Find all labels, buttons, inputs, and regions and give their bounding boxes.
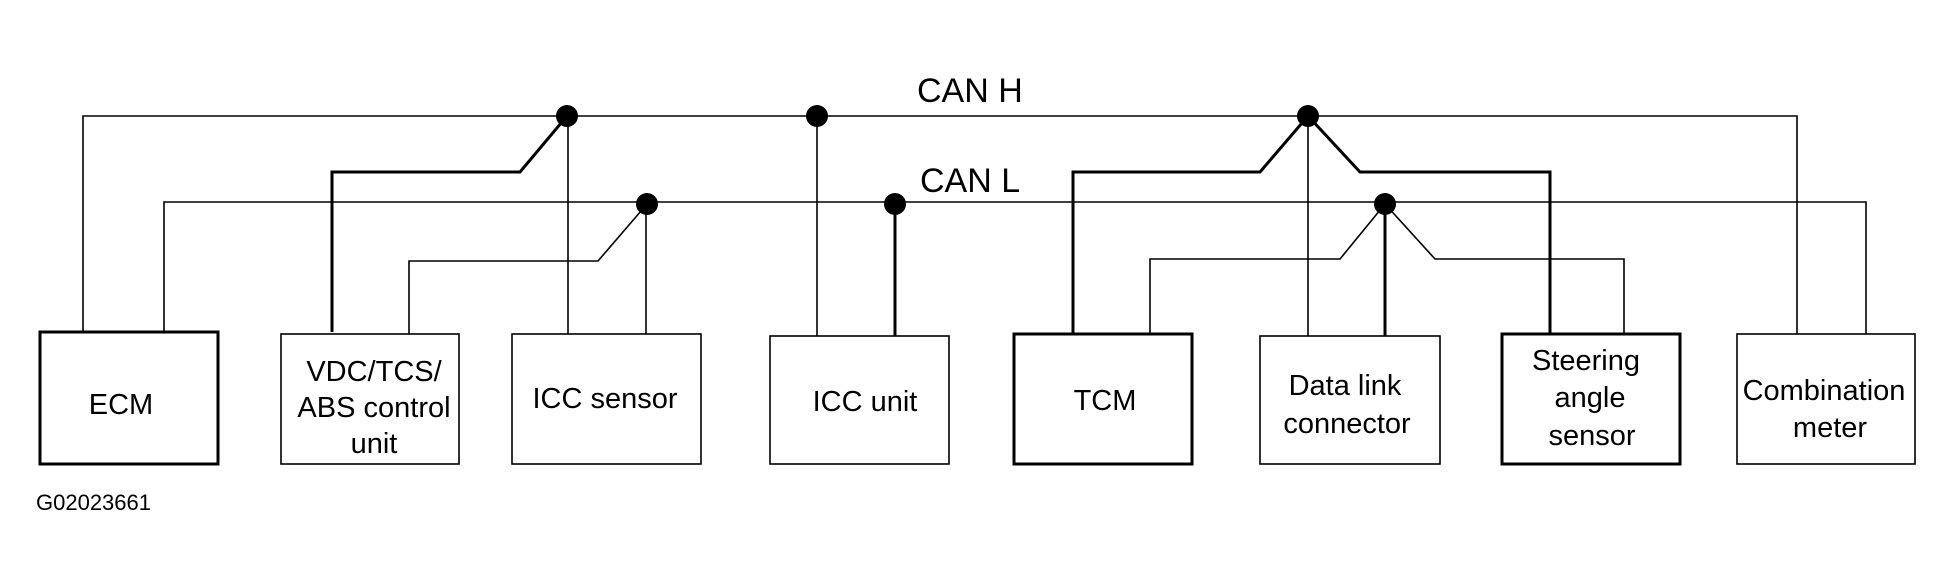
steering-can-l-wire <box>1384 203 1625 334</box>
unit-label: ICC sensor <box>532 383 677 415</box>
unit-label: meter <box>1793 412 1867 444</box>
can-l-junction-dot <box>636 193 658 215</box>
unit-label: Data link <box>1289 370 1402 402</box>
can-l-junction-dot <box>884 193 906 215</box>
unit-label: ICC unit <box>813 386 918 418</box>
can-h-junction-dot <box>1297 105 1319 127</box>
vdc-can-l-wire <box>408 203 648 334</box>
unit-label: unit <box>351 428 398 460</box>
can-h-junction-dot <box>556 105 578 127</box>
unit-box-steering-angle-sensor: Steering angle sensor <box>1500 332 1682 466</box>
can-l-junction-dot <box>1374 193 1396 215</box>
can-h-junction-dot <box>806 105 828 127</box>
tcm-can-l-wire <box>1149 203 1386 334</box>
unit-box-data-link-connector: Data link connector <box>1259 335 1441 465</box>
unit-label: VDC/TCS/ <box>306 356 442 388</box>
steering-can-h-wire <box>1306 114 1552 334</box>
unit-box-tcm: TCM <box>1012 332 1194 466</box>
unit-label: connector <box>1283 408 1411 440</box>
unit-box-ecm: ECM <box>38 330 220 466</box>
unit-box-icc-unit: ICC unit <box>769 335 950 465</box>
unit-label: ABS control <box>297 392 450 424</box>
unit-box-icc-sensor: ICC sensor <box>511 333 702 465</box>
unit-label: Steering <box>1532 345 1640 377</box>
unit-label: Combination <box>1743 375 1906 407</box>
tcm-can-h-wire <box>1071 115 1310 334</box>
unit-label: sensor <box>1548 420 1635 452</box>
vdc-can-h-wire <box>330 115 569 332</box>
unit-label: TCM <box>1074 385 1137 417</box>
can-h-bus-line <box>82 115 1798 334</box>
can-h-label: CAN H <box>917 72 1023 110</box>
unit-label: ECM <box>89 389 153 421</box>
unit-box-combination-meter: Combination meter <box>1736 333 1916 465</box>
can-l-label: CAN L <box>920 162 1020 200</box>
unit-label: angle <box>1555 382 1626 414</box>
can-l-bus-line <box>163 201 1867 334</box>
figure-id: G02023661 <box>36 490 151 515</box>
unit-box-vdc-tcs-abs: VDC/TCS/ ABS control unit <box>280 333 460 465</box>
